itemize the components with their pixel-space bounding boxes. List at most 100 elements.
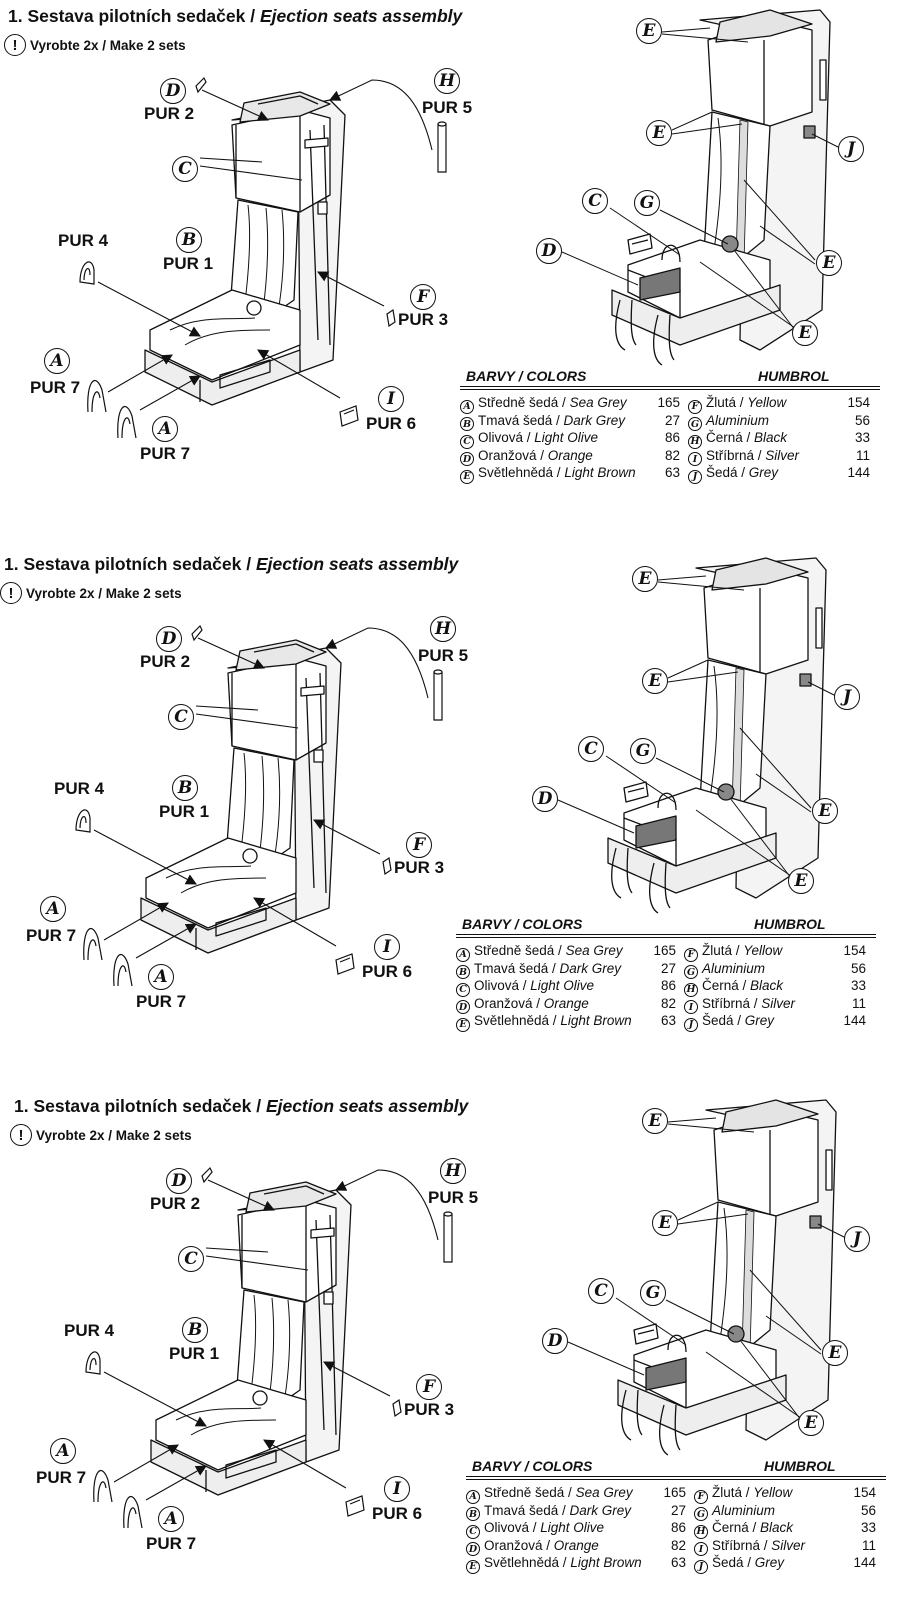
- label-pur5: PUR 5: [422, 98, 473, 117]
- color-letter-icon: B: [456, 965, 470, 979]
- callout-e-1: E: [642, 1108, 668, 1134]
- callout-a-1: A: [44, 348, 70, 374]
- callout-a-1: A: [50, 1438, 76, 1464]
- label-pur7-2: PUR 7: [146, 1534, 197, 1553]
- color-letter-icon: F: [694, 1489, 708, 1504]
- label-pur6: PUR 6: [362, 962, 413, 981]
- callout-i: I: [378, 386, 404, 412]
- callout-j: J: [834, 684, 860, 710]
- label-pur7-2: PUR 7: [140, 444, 191, 463]
- callout-d: D: [156, 626, 182, 652]
- instruction-panel: 1. Sestava pilotních sedaček / Ejection …: [0, 0, 898, 530]
- color-letter-icon: A: [460, 399, 474, 414]
- humbrol-header: HUMBROL: [758, 368, 830, 384]
- right-seat-drawing: [617, 1099, 837, 1456]
- label-pur7-1: PUR 7: [26, 926, 77, 945]
- color-letter-icon: J: [684, 1017, 698, 1032]
- callout-c-r: C: [578, 736, 604, 762]
- color-letter-icon: H: [684, 982, 698, 997]
- label-pur2: PUR 2: [140, 652, 191, 671]
- color-letter-icon: E: [466, 1559, 480, 1574]
- label-pur3: PUR 3: [404, 1400, 455, 1419]
- callout-d: D: [166, 1168, 192, 1194]
- color-letter-icon: E: [460, 469, 474, 484]
- callout-h: H: [434, 68, 460, 94]
- humbrol-code: 56: [860, 1502, 876, 1518]
- humbrol-header: HUMBROL: [754, 916, 826, 932]
- callout-e-2: E: [652, 1210, 678, 1236]
- left-seat-drawing: [140, 639, 342, 954]
- color-letter-icon: A: [466, 1489, 480, 1504]
- callout-e-4: E: [798, 1410, 824, 1436]
- right-leader-lines: [561, 27, 841, 331]
- humbrol-code: 11: [855, 447, 870, 463]
- label-pur2: PUR 2: [150, 1194, 201, 1213]
- color-letter-icon: I: [694, 1542, 708, 1556]
- label-pur3: PUR 3: [394, 858, 445, 877]
- assembly-drawing: [75, 557, 837, 987]
- humbrol-code: 33: [854, 430, 870, 445]
- humbrol-code: 11: [861, 1537, 876, 1553]
- right-leader-lines: [557, 575, 837, 879]
- humbrol-code: 154: [843, 943, 866, 958]
- assembly-drawing: [79, 9, 841, 439]
- label-pur4: PUR 4: [58, 231, 109, 250]
- humbrol-code: 144: [847, 465, 870, 480]
- label-pur6: PUR 6: [372, 1504, 423, 1523]
- color-letter-icon: I: [688, 452, 702, 466]
- label-pur5: PUR 5: [418, 646, 469, 665]
- left-seat-drawing: [150, 1181, 352, 1496]
- humbrol-code: 165: [663, 1485, 686, 1500]
- make-note: ! Vyrobte 2x / Make 2 sets: [0, 582, 182, 604]
- callout-f: F: [410, 284, 436, 310]
- humbrol-code: 165: [657, 395, 680, 410]
- callout-c: C: [178, 1246, 204, 1272]
- callout-e-1: E: [636, 18, 662, 44]
- callout-e-2: E: [642, 668, 668, 694]
- callout-e-2: E: [646, 120, 672, 146]
- loose-parts: [85, 1166, 453, 1529]
- callout-e-1: E: [632, 566, 658, 592]
- loose-parts: [75, 624, 443, 987]
- label-pur7-2: PUR 7: [136, 992, 187, 1011]
- callout-c-r: C: [588, 1278, 614, 1304]
- humbrol-code: 63: [670, 1555, 686, 1570]
- callout-h: H: [430, 616, 456, 642]
- colors-header: BARVY / COLORS: [466, 368, 587, 384]
- callout-e-3: E: [822, 1340, 848, 1366]
- callout-g: G: [640, 1280, 666, 1306]
- humbrol-code: 86: [664, 430, 680, 445]
- color-letter-icon: F: [684, 947, 698, 962]
- right-seat-drawing: [611, 9, 831, 366]
- callout-g: G: [630, 738, 656, 764]
- humbrol-code: 27: [664, 412, 680, 428]
- color-letter-icon: B: [460, 417, 474, 431]
- humbrol-code: 82: [664, 447, 680, 463]
- color-letter-icon: J: [694, 1559, 708, 1574]
- callout-d-r: D: [532, 786, 558, 812]
- label-pur4: PUR 4: [54, 779, 105, 798]
- exclamation-icon: !: [4, 34, 26, 56]
